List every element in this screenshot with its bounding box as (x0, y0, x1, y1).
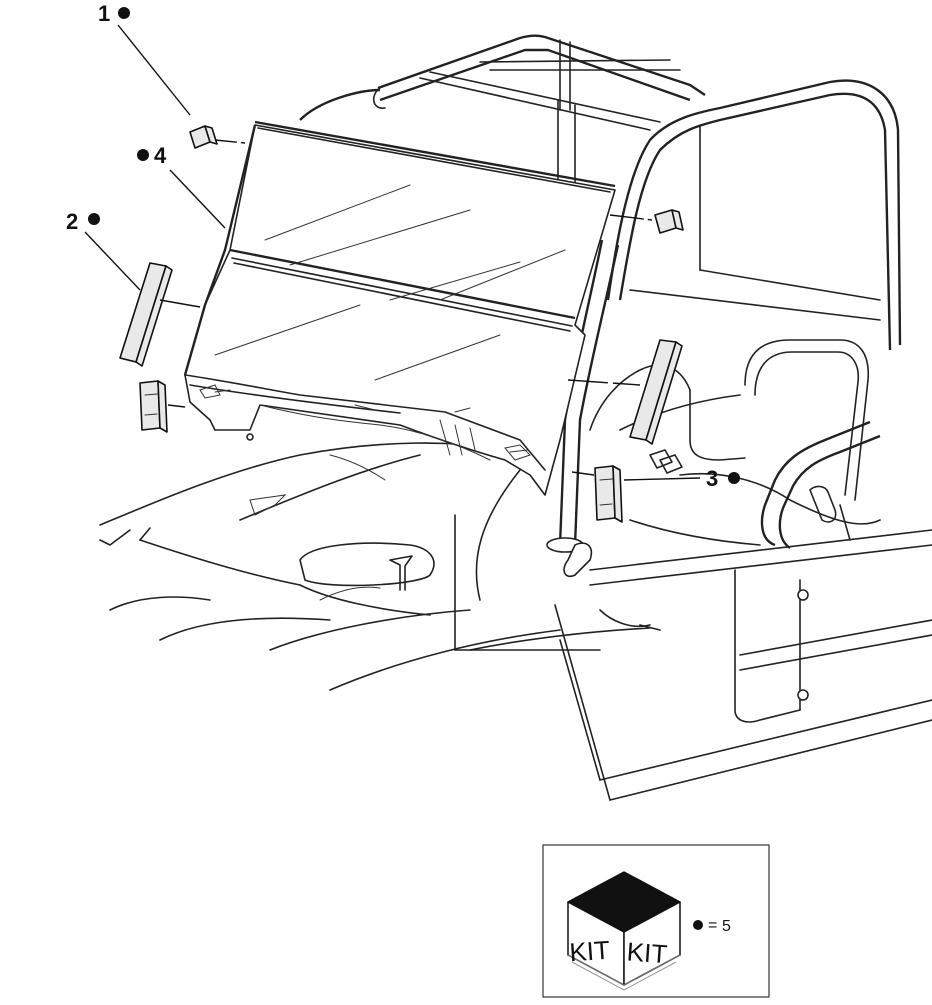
callout-2: 2 (66, 209, 141, 291)
callout-1-number: 1 (98, 1, 110, 26)
legend-equals: = (708, 917, 717, 934)
filled-dot-icon (88, 213, 100, 225)
filled-dot-icon (118, 7, 130, 19)
cargo-bed (554, 529, 932, 801)
callout-3: 3 (706, 466, 740, 491)
filled-dot-icon (693, 920, 703, 930)
kit-legend: KIT KIT = 5 (542, 844, 770, 998)
filled-dot-icon (137, 149, 149, 161)
callout-1: 1 (98, 1, 191, 116)
part-3-channel-bracket (139, 380, 186, 433)
part-2-trim-strip (119, 262, 201, 367)
callout-3-number: 3 (706, 466, 718, 491)
callout-4-number: 4 (154, 143, 167, 168)
part-1-bumper-pad-right (609, 209, 684, 234)
part-3-channel-bracket-right (571, 449, 701, 523)
vehicle-hood (99, 442, 651, 691)
legend-number: 5 (722, 918, 731, 935)
callout-4: 4 (137, 143, 226, 229)
filled-dot-icon (728, 472, 740, 484)
part-2-trim-strip-right (567, 339, 683, 445)
roll-cage (299, 34, 902, 578)
kit-box-icon: KIT KIT (567, 871, 681, 991)
part-1-bumper-pad (189, 125, 246, 149)
callout-2-number: 2 (66, 209, 78, 234)
seat (589, 339, 881, 549)
kit-label-left: KIT (568, 935, 611, 968)
kit-label-right: KIT (626, 936, 669, 969)
windshield (183, 120, 616, 496)
